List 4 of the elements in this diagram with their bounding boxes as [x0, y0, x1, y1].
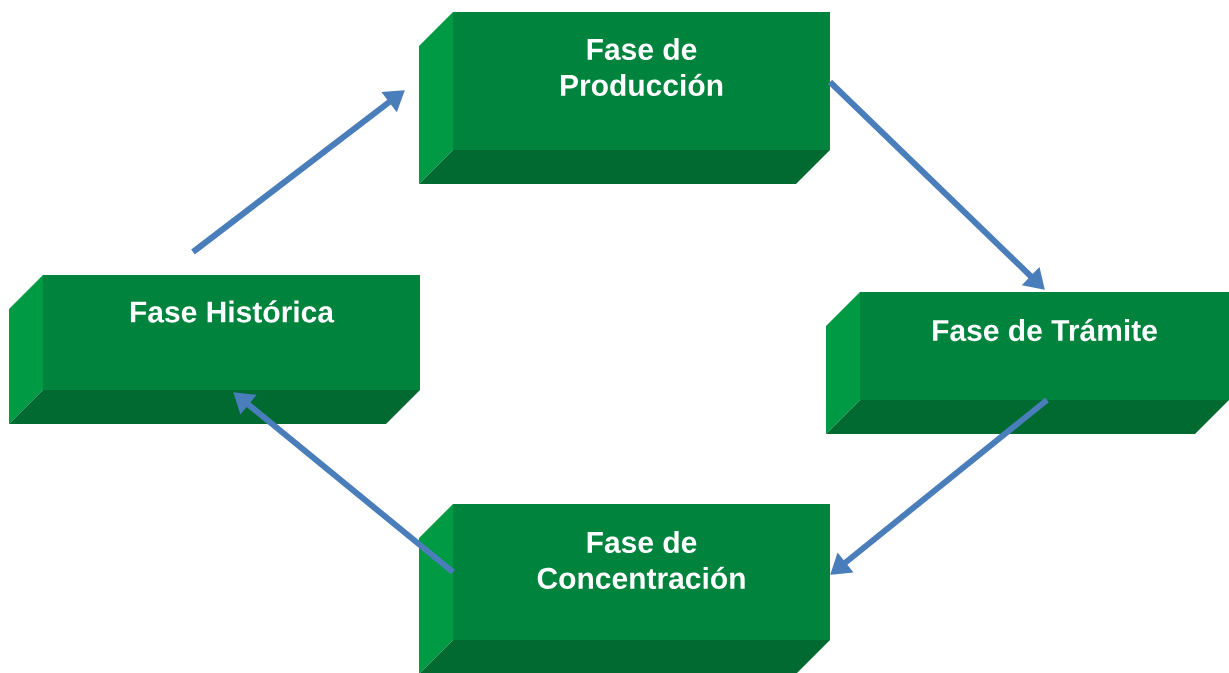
block: Fase de Trámite	[826, 292, 1229, 434]
block: Fase de Concentración	[419, 504, 830, 673]
block: Fase Histórica	[9, 275, 420, 424]
block: Fase de Producción	[419, 12, 830, 184]
